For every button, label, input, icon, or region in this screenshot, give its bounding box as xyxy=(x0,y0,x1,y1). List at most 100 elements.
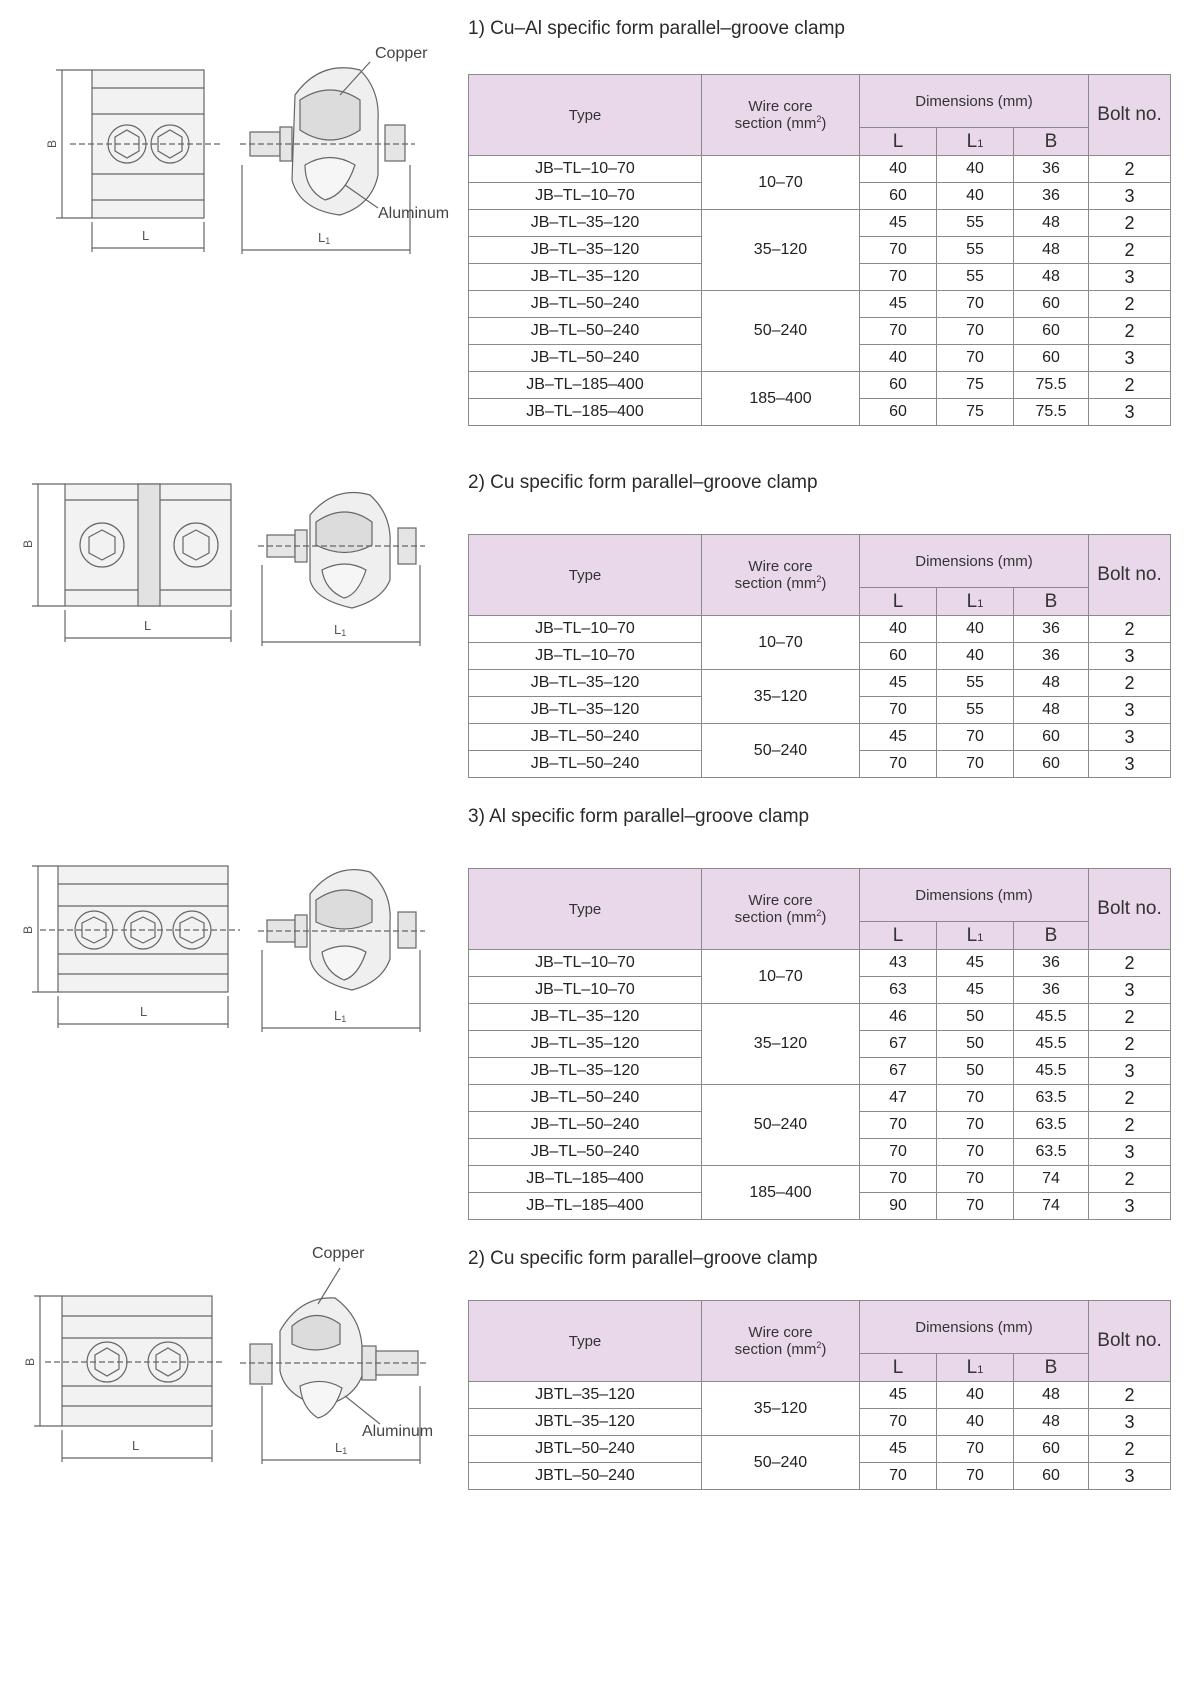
value-cell: 70 xyxy=(859,1138,937,1166)
value-cell: 48 xyxy=(1012,236,1090,264)
value-cell: 60 xyxy=(1012,750,1090,778)
value-cell: 36 xyxy=(1012,976,1090,1004)
value-cell: 70 xyxy=(936,1138,1014,1166)
value-cell: 3 xyxy=(1088,344,1172,372)
value-cell: 36 xyxy=(1012,642,1090,670)
clamp-drawing-cu: B L L1 xyxy=(21,483,425,646)
bolt-no-header: Bolt no. xyxy=(1088,534,1172,616)
value-cell: 60 xyxy=(859,371,937,399)
value-cell: 2 xyxy=(1088,209,1172,237)
wire-cell: 35–120 xyxy=(701,1381,860,1436)
value-cell: 3 xyxy=(1088,1462,1172,1490)
value-cell: 3 xyxy=(1088,696,1172,724)
value-cell: 60 xyxy=(1012,723,1090,751)
col-l1-header: L1 xyxy=(936,921,1014,950)
wire-cell: 35–120 xyxy=(701,1003,860,1085)
l1-dim-label: L1 xyxy=(334,622,346,638)
clamp-drawing-cu-al: B L L1 Copper Aluminum xyxy=(45,45,449,254)
value-cell: 2 xyxy=(1088,1165,1172,1193)
col-l-header: L xyxy=(859,127,937,156)
value-cell: 48 xyxy=(1012,1408,1090,1436)
value-cell: 2 xyxy=(1088,949,1172,977)
value-cell: 70 xyxy=(936,1192,1014,1220)
type-cell: JBTL–35–120 xyxy=(468,1408,702,1436)
value-cell: 48 xyxy=(1012,263,1090,291)
value-cell: 3 xyxy=(1088,1057,1172,1085)
value-cell: 75 xyxy=(936,398,1014,426)
type-cell: JB–TL–35–120 xyxy=(468,236,702,264)
wire-cell: 185–400 xyxy=(701,1165,860,1220)
col-l-header: L xyxy=(859,1353,937,1382)
value-cell: 70 xyxy=(936,290,1014,318)
type-cell: JB–TL–50–240 xyxy=(468,290,702,318)
value-cell: 40 xyxy=(859,344,937,372)
type-cell: JB–TL–10–70 xyxy=(468,976,702,1004)
value-cell: 70 xyxy=(859,750,937,778)
value-cell: 70 xyxy=(859,317,937,345)
value-cell: 70 xyxy=(859,1462,937,1490)
value-cell: 55 xyxy=(936,696,1014,724)
value-cell: 3 xyxy=(1088,263,1172,291)
value-cell: 3 xyxy=(1088,398,1172,426)
bolt-no-header: Bolt no. xyxy=(1088,868,1172,950)
value-cell: 2 xyxy=(1088,1435,1172,1463)
value-cell: 40 xyxy=(936,1381,1014,1409)
value-cell: 63 xyxy=(859,976,937,1004)
dimensions-header: Dimensions (mm) xyxy=(858,868,1090,922)
value-cell: 60 xyxy=(1012,290,1090,318)
type-cell: JB–TL–10–70 xyxy=(468,615,702,643)
value-cell: 45 xyxy=(936,976,1014,1004)
type-header: Type xyxy=(468,1300,702,1382)
wire-cell: 50–240 xyxy=(701,723,860,778)
b-dim-label: B xyxy=(21,540,35,548)
value-cell: 2 xyxy=(1088,290,1172,318)
value-cell: 40 xyxy=(936,615,1014,643)
value-cell: 45 xyxy=(859,1381,937,1409)
value-cell: 48 xyxy=(1012,696,1090,724)
value-cell: 90 xyxy=(859,1192,937,1220)
l-dim-label: L xyxy=(142,228,149,243)
value-cell: 70 xyxy=(936,1435,1014,1463)
value-cell: 67 xyxy=(859,1030,937,1058)
col-l1-header: L1 xyxy=(936,127,1014,156)
type-cell: JB–TL–50–240 xyxy=(468,317,702,345)
col-b-header: B xyxy=(1012,127,1090,156)
wire-cell: 50–240 xyxy=(701,1084,860,1166)
value-cell: 3 xyxy=(1088,723,1172,751)
wire-cell: 50–240 xyxy=(701,290,860,372)
type-cell: JB–TL–50–240 xyxy=(468,1084,702,1112)
type-cell: JB–TL–35–120 xyxy=(468,669,702,697)
value-cell: 55 xyxy=(936,263,1014,291)
value-cell: 48 xyxy=(1012,209,1090,237)
value-cell: 45.5 xyxy=(1012,1057,1090,1085)
value-cell: 2 xyxy=(1088,155,1172,183)
value-cell: 70 xyxy=(936,750,1014,778)
value-cell: 3 xyxy=(1088,182,1172,210)
value-cell: 40 xyxy=(859,615,937,643)
dimensions-header: Dimensions (mm) xyxy=(858,534,1090,588)
value-cell: 70 xyxy=(936,1462,1014,1490)
b-dim-label: B xyxy=(23,1358,37,1366)
value-cell: 74 xyxy=(1012,1165,1090,1193)
value-cell: 74 xyxy=(1012,1192,1090,1220)
value-cell: 63.5 xyxy=(1012,1084,1090,1112)
aluminum-label: Aluminum xyxy=(378,205,449,222)
dimensions-header: Dimensions (mm) xyxy=(858,74,1090,128)
wire-cell: 35–120 xyxy=(701,209,860,291)
value-cell: 45 xyxy=(859,723,937,751)
type-cell: JB–TL–185–400 xyxy=(468,398,702,426)
value-cell: 36 xyxy=(1012,155,1090,183)
value-cell: 3 xyxy=(1088,642,1172,670)
value-cell: 3 xyxy=(1088,976,1172,1004)
